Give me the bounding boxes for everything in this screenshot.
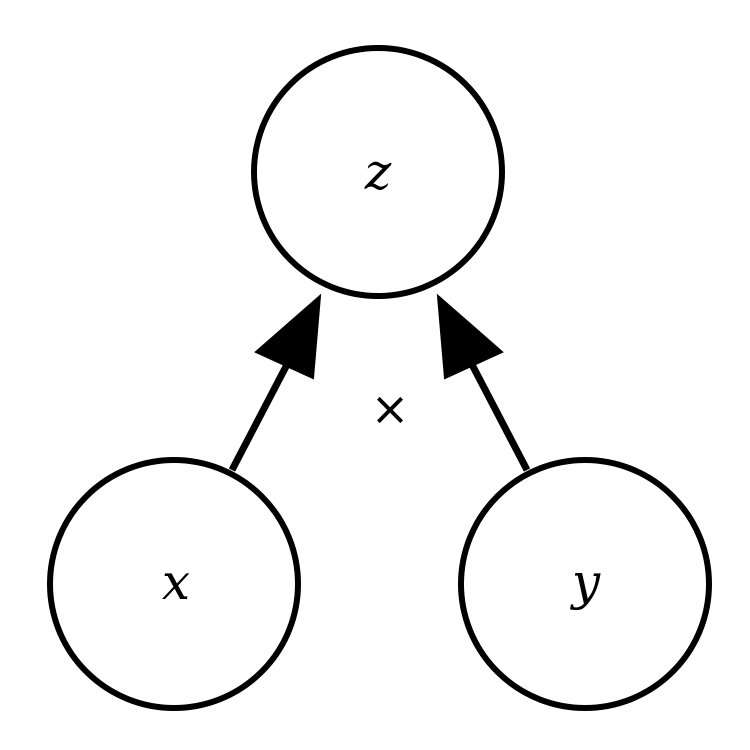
edge-x-to-z [228,293,322,472]
node-y-label: y [570,553,601,611]
multiply-operator-label: × [371,382,410,436]
edge-x-to-z-arrowhead [254,293,322,380]
edge-y-to-z [436,293,531,472]
node-z: z [251,45,505,299]
edge-y-to-z-arrowhead [436,293,504,380]
node-y-circle [458,457,712,711]
edge-y-to-z-line [463,353,531,472]
node-x-circle [47,457,301,711]
node-z-circle [251,45,505,299]
node-y: y [458,457,712,711]
edge-x-to-z-line [228,353,296,472]
node-x: x [47,457,301,711]
node-x-label: x [162,553,190,611]
node-z-label: z [364,143,392,201]
